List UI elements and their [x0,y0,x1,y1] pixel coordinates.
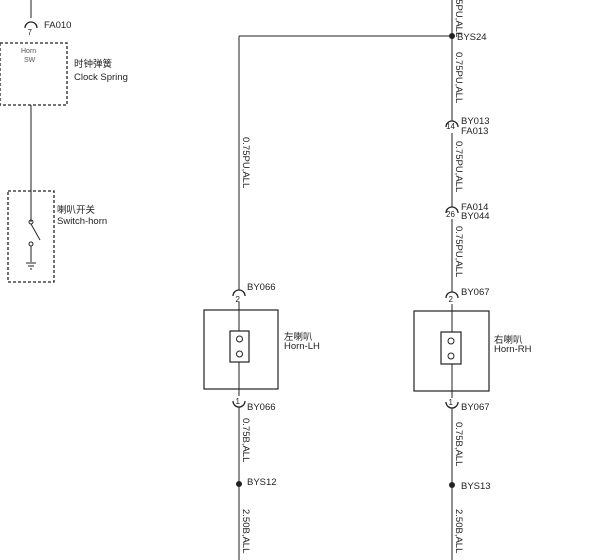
horn-lh-label-en: Horn-LH [284,341,320,352]
wire-label-right-bottom-1: 0.75B,ALL [453,422,464,466]
connector-by067-top-arc [445,291,459,299]
horn-switch-label-en: Switch-horn [57,216,107,227]
splice-bys13-dot [449,482,455,488]
wire-label-right-1: 0.75PU,ALL [453,52,464,103]
wire-label-top-right: 0.75PU,ALL [453,0,464,37]
wire-label-right-2: 0.75PU,ALL [453,141,464,192]
connector-by013-pin: 14 [446,122,455,131]
connector-by013-label-a: BY013 [461,116,490,127]
horn-rh-label-en: Horn-RH [494,344,532,355]
connector-by067-top-label: BY067 [461,287,490,298]
horn-switch-label-cn: 喇叭开关 [57,204,96,216]
connector-by066-bottom-label: BY066 [247,402,276,413]
horn-lh-label-cn: 左喇叭 [284,331,313,343]
clock-spring-inner-line1: Horn [21,48,36,55]
splice-bys13-label: BYS13 [461,481,491,492]
horn-switch-box [7,190,55,283]
splice-bys24-label: BYS24 [457,32,487,43]
splice-bys12-dot [236,481,242,487]
connector-fa014-label-b: BY044 [461,211,490,222]
connector-fa014-label-a: FA014 [461,202,488,213]
connector-by066-bottom-pin: 1 [236,397,241,406]
clock-spring-label-en: Clock Spring [74,72,128,83]
top-wiring: 0.75PU,ALL BYS24 [239,0,487,43]
left-horn-branch: 0.75PU,ALL 2 BY066 左喇叭 Horn-LH 1 BY066 0… [203,36,320,560]
wire-label-left-bottom-2: 2.50B,ALL [240,509,251,553]
horn-switch-symbol [26,219,41,270]
clock-spring-inner-line2: SW [24,57,36,64]
wire-label-right-bottom-2: 2.50B,ALL [453,509,464,553]
horn-rh-coil [440,331,462,365]
connector-by067-bottom-label: BY067 [461,402,490,413]
wire-label-right-3: 0.75PU,ALL [453,226,464,277]
splice-bys12-label: BYS12 [247,477,277,488]
connector-by066-top-label: BY066 [247,282,276,293]
right-horn-branch: 0.75PU,ALL 14 BY013 FA013 0.75PU,ALL 26 … [413,36,532,560]
wire-label-left-bottom-1: 0.75B,ALL [240,418,251,462]
connector-by067-top-pin: 2 [449,295,454,304]
connector-fa010-pin: 7 [28,28,33,37]
connector-fa014-arc [445,206,459,214]
clock-spring-label-cn: 时钟弹簧 [74,58,113,70]
horn-rh-label-cn: 右喇叭 [494,334,523,346]
connector-fa010-label: FA010 [44,20,71,31]
connector-fa010-arc [24,21,38,29]
connector-by013-label-b: FA013 [461,126,488,137]
clock-spring-box [0,42,68,106]
connector-by013-arc [445,120,459,128]
connector-by066-top-pin: 2 [236,295,241,304]
connector-by067-bottom-pin: 1 [449,398,454,407]
connector-by066-top-arc [232,289,246,297]
connector-fa014-pin: 26 [446,210,455,219]
wire-label-left-1: 0.75PU,ALL [240,137,251,188]
left-column: 7 FA010 Horn SW 时钟弹簧 Clock Spring 喇叭开关 S… [0,0,128,283]
